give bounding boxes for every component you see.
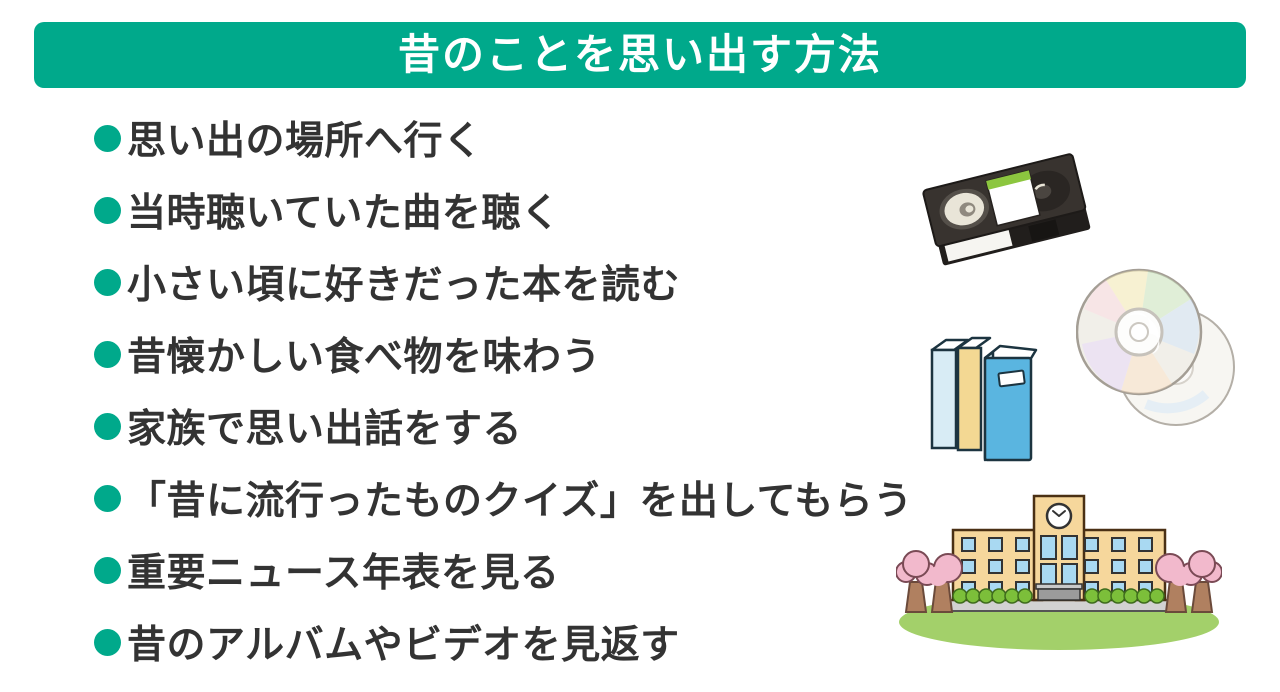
cd-illustration [1076,254,1238,436]
bullet-icon [94,196,121,224]
page-title: 昔のことを思い出す方法 [397,31,882,78]
list-item-label: 当時聴いていた曲を聴く [127,192,561,235]
memory-methods-list: 思い出の場所へ行く 当時聴いていた曲を聴く 小さい頃に好きだった本を読む 昔懐か… [94,102,974,678]
list-item: 重要ニュース年表を見る [94,534,974,606]
list-item-label: 昔懐かしい食べ物を味わう [127,336,602,379]
vhs-tape-illustration [915,143,1097,275]
title-banner: 昔のことを思い出す方法 [34,22,1246,88]
bullet-icon [94,124,121,152]
vhs-tape-icon [922,153,1091,266]
bullet-icon [94,268,121,296]
bullet-icon [94,340,121,368]
list-item: 小さい頃に好きだった本を読む [94,246,974,318]
bullet-icon [94,628,121,656]
list-item: 家族で思い出話をする [94,390,974,462]
bullet-icon [94,484,121,512]
school-illustration [896,472,1222,654]
books-icon [930,336,1038,462]
list-item-label: 思い出の場所へ行く [127,120,483,163]
list-item-label: 昔のアルバムやビデオを見返す [127,624,680,667]
bullet-icon [94,556,121,584]
school-icon [896,494,1222,650]
list-item: 「昔に流行ったものクイズ」を出してもらう [94,462,974,534]
list-item-label: 「昔に流行ったものクイズ」を出してもらう [127,480,913,523]
list-item: 昔のアルバムやビデオを見返す [94,606,974,678]
list-item-label: 小さい頃に好きだった本を読む [127,264,681,307]
list-item: 思い出の場所へ行く [94,102,974,174]
list-item: 当時聴いていた曲を聴く [94,174,974,246]
bullet-icon [94,412,121,440]
cd-icon [1076,268,1235,426]
books-illustration [922,328,1044,470]
list-item: 昔懐かしい食べ物を味わう [94,318,974,390]
list-item-label: 重要ニュース年表を見る [127,552,560,595]
list-item-label: 家族で思い出話をする [127,408,523,451]
